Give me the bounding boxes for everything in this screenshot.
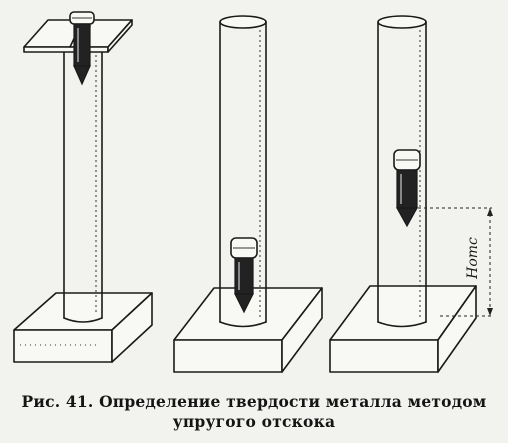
striker-2 <box>230 237 258 314</box>
apparatus-2 <box>173 15 323 373</box>
tube-1 <box>63 44 103 323</box>
caption-line-2: упругого отскока <box>172 412 336 431</box>
hardness-test-illustration <box>13 11 493 373</box>
base-1 <box>13 292 153 363</box>
striker-3 <box>393 149 421 228</box>
rebound-height-dimension <box>418 207 493 317</box>
tube-2 <box>219 15 267 328</box>
tube-3 <box>377 15 427 328</box>
apparatus-3 <box>329 15 493 373</box>
figure-caption: Рис. 41. Определение твердости металла м… <box>0 392 508 432</box>
apparatus-1 <box>13 11 153 363</box>
dimension-label: Hотс <box>464 237 481 279</box>
striker-1 <box>69 11 95 86</box>
caption-line-1: Рис. 41. Определение твердости металла м… <box>21 392 487 411</box>
base-2 <box>173 287 323 373</box>
base-3 <box>329 285 477 373</box>
